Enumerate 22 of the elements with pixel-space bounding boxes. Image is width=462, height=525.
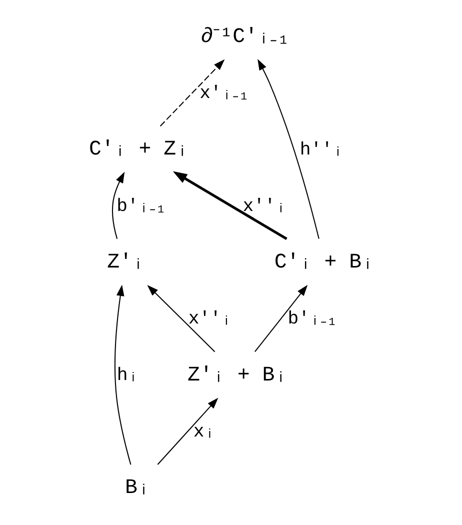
edge-label: xᵢ [192, 422, 215, 443]
edge-label: b'ᵢ₋₁ [287, 310, 337, 330]
node-text: Bᵢ [124, 477, 150, 500]
edge-label: hᵢ [116, 366, 138, 386]
arrow [172, 171, 287, 240]
arrow [156, 398, 218, 465]
edge-label: b'ᵢ₋₁ [116, 196, 166, 217]
node-text: C'ᵢ + Zᵢ [88, 138, 188, 162]
arrow [257, 58, 319, 239]
arrow [114, 284, 131, 465]
edge-label: x''ᵢ [188, 310, 232, 330]
edge-label: h''ᵢ [299, 140, 343, 160]
node-text: ∂⁻¹C'ᵢ₋₁ [200, 26, 289, 49]
edge-label: x'ᵢ₋₁ [199, 84, 249, 104]
arrow [112, 172, 124, 239]
node-text: C'ᵢ + Bᵢ [274, 251, 374, 274]
arrow [254, 284, 308, 352]
arrow [146, 284, 215, 352]
node-text: Z'ᵢ + Bᵢ [187, 364, 287, 388]
node-text: Z'ᵢ [106, 251, 144, 274]
edge-label: x''ᵢ [242, 196, 286, 217]
arrow [159, 59, 224, 126]
